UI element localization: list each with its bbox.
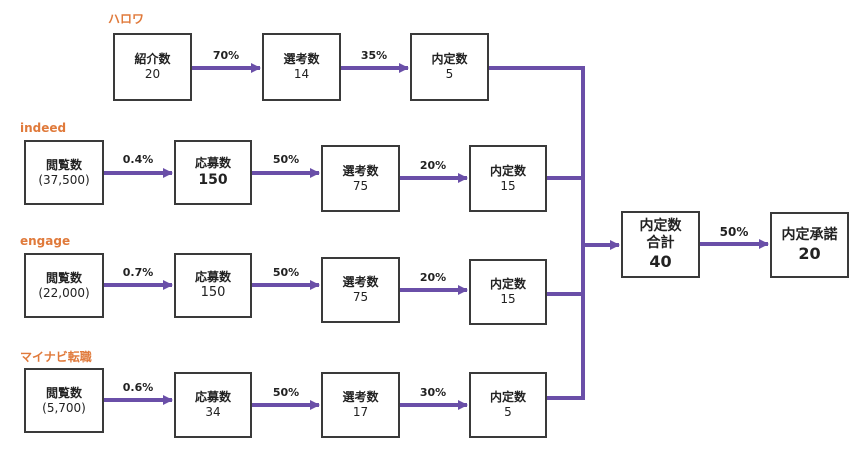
box-engage-applications: 応募数 150 [174, 253, 252, 318]
box-value: 150 [198, 172, 228, 188]
box-title-line2: 合計 [646, 234, 675, 251]
rate-label: 35% [360, 49, 388, 62]
source-label-hellowork: ハロワ [108, 12, 145, 26]
box-title: 応募数 [194, 390, 231, 404]
box-title: 内定承諾 [781, 226, 838, 243]
box-value: (37,500) [38, 172, 90, 187]
box-indeed-applications: 応募数 150 [174, 140, 252, 205]
rate-label: 50% [272, 386, 300, 399]
box-mynavi-offers: 内定数 5 [469, 372, 547, 438]
box-value: 150 [200, 285, 226, 300]
rate-label: 30% [419, 386, 447, 399]
rate-label: 20% [419, 159, 447, 172]
box-title: 応募数 [194, 156, 231, 170]
rate-label: 70% [212, 49, 240, 62]
box-value: 15 [500, 292, 516, 306]
box-title: 紹介数 [134, 52, 171, 66]
box-value: (5,700) [42, 400, 86, 415]
box-title: 内定数 [431, 52, 468, 66]
box-engage-views: 閲覧数 (22,000) [24, 253, 104, 318]
box-value: 75 [352, 290, 369, 304]
rate-label: 0.6% [122, 381, 154, 394]
box-total-offers: 内定数 合計 40 [621, 211, 700, 278]
box-engage-screening: 選考数 75 [321, 257, 400, 323]
source-label-mynavi: マイナビ転職 [20, 350, 92, 364]
box-mynavi-screening: 選考数 17 [321, 372, 400, 438]
source-label-engage: engage [20, 234, 71, 248]
box-value: 5 [445, 67, 454, 81]
rate-label-final: 50% [719, 225, 749, 239]
rate-label: 0.4% [122, 153, 154, 166]
box-indeed-offers: 内定数 15 [469, 145, 547, 212]
rate-label: 20% [419, 271, 447, 284]
box-title: 閲覧数 [45, 157, 82, 172]
box-title: 内定数 [489, 277, 526, 291]
box-title: 選考数 [342, 275, 379, 289]
box-title: 閲覧数 [45, 385, 82, 400]
box-title: 内定数 [639, 217, 682, 234]
box-value: 14 [293, 67, 310, 81]
rate-label: 0.7% [122, 266, 154, 279]
box-title: 選考数 [342, 390, 379, 404]
box-value: 20 [798, 243, 821, 263]
box-engage-offers: 内定数 15 [469, 259, 547, 325]
box-mynavi-views: 閲覧数 (5,700) [24, 368, 104, 433]
rate-label: 50% [272, 266, 300, 279]
box-hellowork-referrals: 紹介数 20 [113, 33, 192, 101]
rate-label: 50% [272, 153, 300, 166]
box-hellowork-screening: 選考数 14 [262, 33, 341, 101]
box-value: 75 [352, 178, 369, 193]
box-title: 応募数 [194, 270, 231, 284]
box-value: 5 [504, 405, 512, 419]
box-hellowork-offers: 内定数 5 [410, 33, 489, 101]
box-value: 40 [649, 251, 672, 271]
merge-line-hellowork [489, 66, 585, 400]
box-final-acceptance: 内定承諾 20 [770, 212, 849, 278]
box-value: (22,000) [38, 285, 90, 300]
box-indeed-screening: 選考数 75 [321, 145, 400, 212]
box-value: 34 [205, 405, 221, 419]
box-title: 内定数 [489, 390, 526, 404]
box-title: 選考数 [283, 52, 320, 66]
box-mynavi-applications: 応募数 34 [174, 372, 252, 438]
box-title: 内定数 [489, 163, 526, 178]
box-title: 閲覧数 [45, 270, 82, 285]
box-title: 選考数 [342, 163, 379, 178]
box-value: 20 [144, 67, 161, 81]
box-value: 17 [352, 405, 369, 419]
box-indeed-views: 閲覧数 (37,500) [24, 140, 104, 205]
source-label-indeed: indeed [20, 121, 67, 135]
box-value: 15 [500, 178, 516, 193]
